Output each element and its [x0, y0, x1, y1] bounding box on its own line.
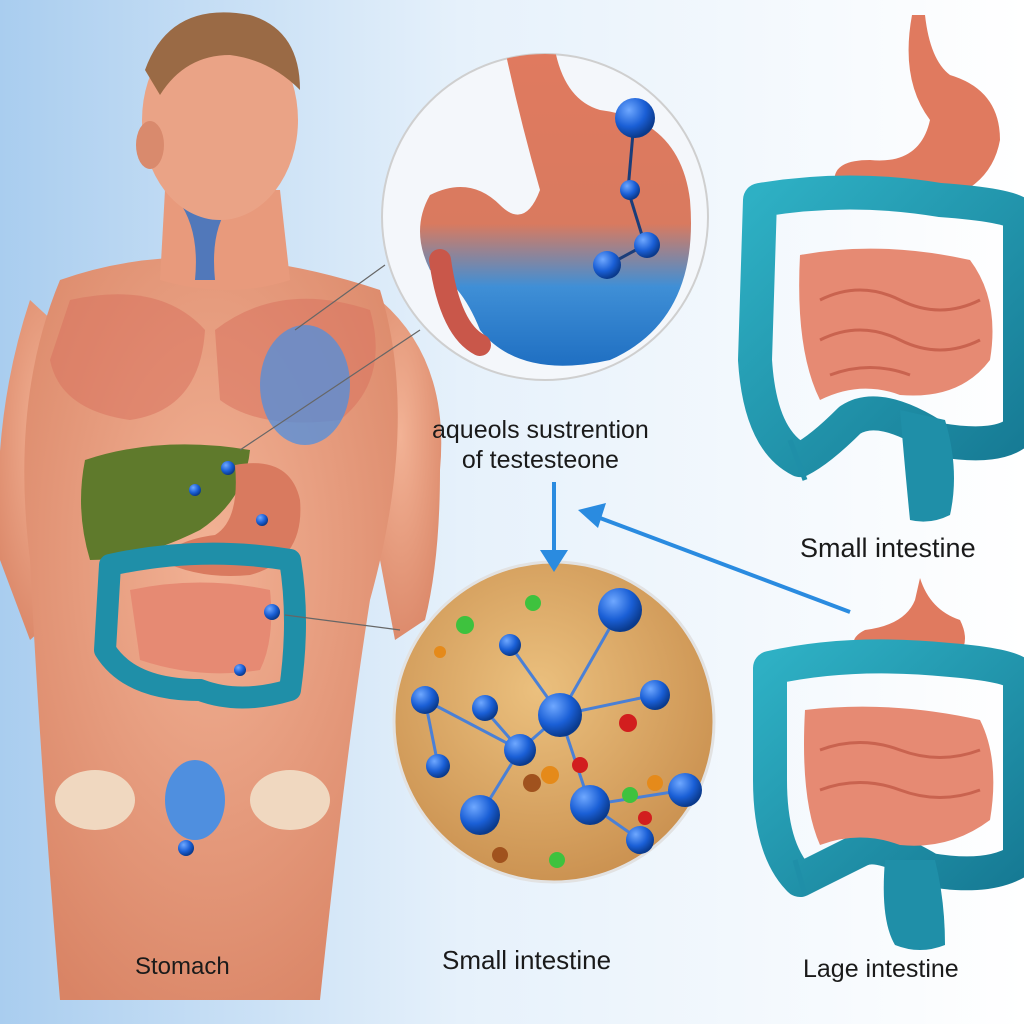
- molecule-zoom-circle: [392, 560, 716, 884]
- small-intestine-label-right: Small intestine: [800, 533, 976, 563]
- arrow-icon: [540, 482, 851, 614]
- title-line-2: of testesteone: [461, 446, 619, 474]
- stomach-zoom-circle: [381, 53, 709, 381]
- body-colon: [94, 542, 306, 709]
- large-intestine-icon: [753, 578, 1024, 950]
- human-figure: [0, 12, 442, 1001]
- large-intestine-label: Lage intestine: [803, 955, 959, 983]
- intestine-icon: [738, 15, 1024, 522]
- diagram-title: aqueols sustrention of testesteone: [432, 415, 649, 475]
- stomach-label: Stomach: [135, 953, 230, 980]
- molecule-icon: [615, 98, 655, 138]
- small-intestine-label-middle: Small intestine: [442, 945, 612, 975]
- title-line-1: aqueols sustrention: [432, 416, 649, 444]
- liver: [81, 444, 250, 560]
